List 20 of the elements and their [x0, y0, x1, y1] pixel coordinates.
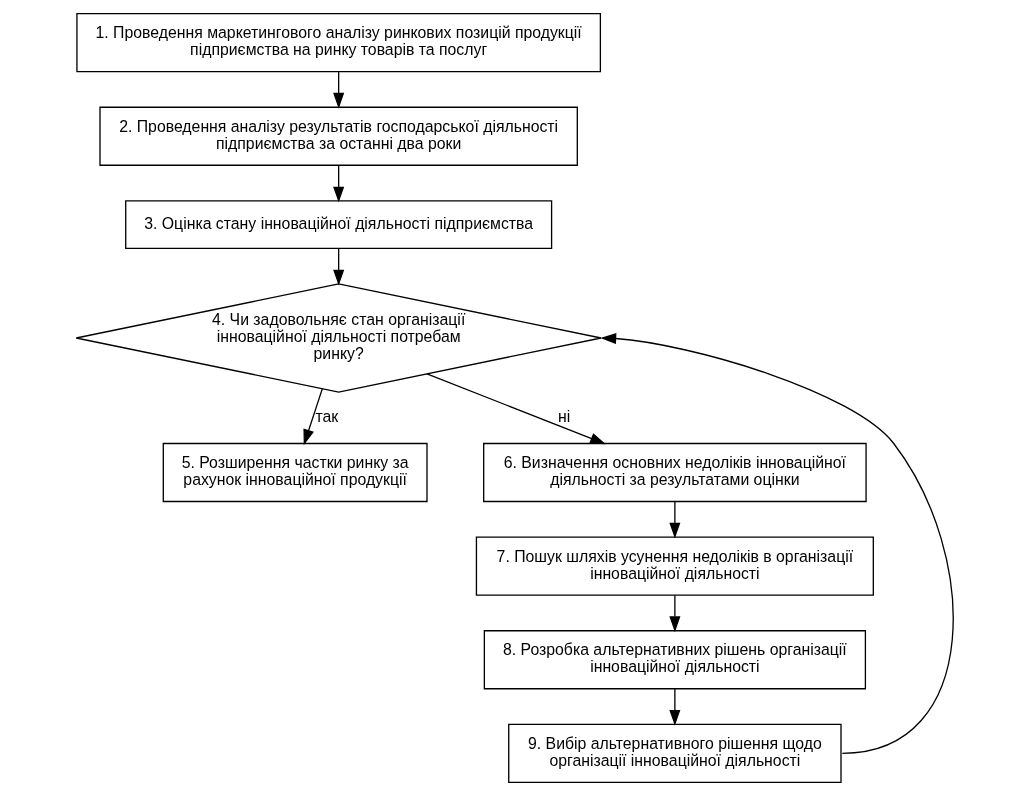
node-diamond: 4. Чи задовольняє стан організації інноваційної діяльності потребам ринку?	[75, 283, 602, 393]
node-box: 9. Вибір альтернативного рішення щодо організації інноваційної діяльності	[508, 723, 842, 783]
edge-label: ні	[558, 407, 571, 425]
node-box: 7. Пошук шляхів усунення недоліків в організації інноваційної діяльності	[475, 536, 874, 596]
node-box: 5. Розширення частки ринку за рахунок інноваційної продукції	[162, 442, 428, 503]
edge-label: так	[315, 407, 339, 425]
arrow	[669, 688, 681, 726]
arrow	[426, 373, 606, 445]
arrow	[600, 333, 954, 754]
node-box: 2. Проведення аналізу результатів господарської діяльності підприємства за останні два роки	[99, 106, 578, 166]
node-box: 8. Розробка альтернативних рішень організації інноваційної діяльності	[483, 630, 867, 690]
arrow	[333, 165, 345, 203]
arrow	[333, 71, 345, 109]
arrow	[669, 500, 681, 539]
node-box: 1. Проведення маркетингового аналізу ринкових позицій продукції підприємства на ринку товарів та послуг	[76, 13, 602, 73]
node-box: 6. Визначення основних недоліків інноваційної діяльності за результатами оцінки	[483, 442, 867, 503]
arrow	[669, 594, 681, 633]
node-box: 3. Оцінка стану інноваційної діяльності підприємства	[125, 200, 553, 249]
arrow	[303, 388, 323, 446]
arrow	[333, 248, 345, 286]
